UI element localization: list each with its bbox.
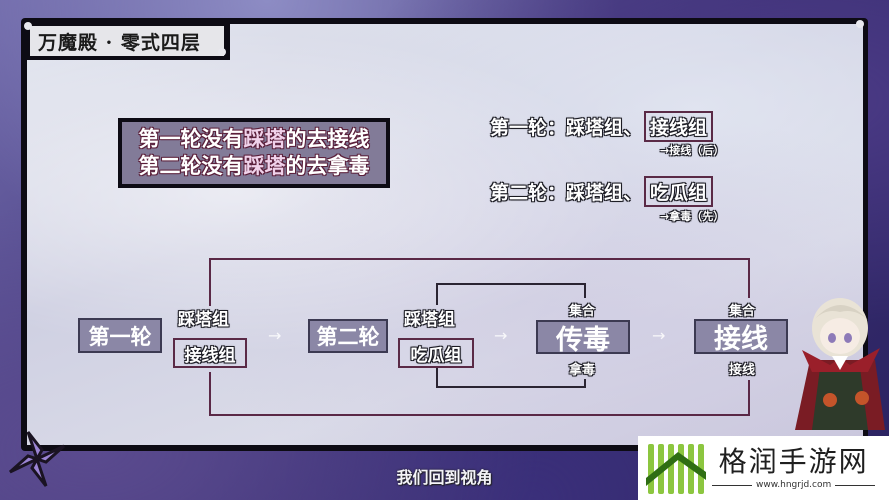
character-illustration bbox=[795, 298, 885, 430]
connector-line bbox=[436, 386, 586, 388]
arrow-right-icon: → bbox=[652, 326, 666, 345]
corner-dot-icon bbox=[856, 20, 864, 28]
connector-line bbox=[209, 258, 211, 306]
round-1-tower-group: 踩塔组 bbox=[178, 310, 229, 330]
connector-line bbox=[436, 283, 438, 305]
step-4-bottom-label: 接线 bbox=[729, 363, 756, 378]
round-label: 第二轮： bbox=[490, 182, 567, 204]
round-1-tether-group: 接线组 bbox=[173, 338, 247, 368]
connector-line bbox=[436, 283, 586, 285]
step-4-box: 接线 bbox=[694, 319, 788, 355]
connector-line bbox=[748, 258, 750, 298]
video-subtitle: 我们回到视角 bbox=[396, 468, 493, 487]
round-2-box: 第二轮 bbox=[308, 319, 388, 353]
summary-round-1: 第一轮： 踩塔组、 接线组 bbox=[490, 111, 714, 142]
step-3-top-label: 集合 bbox=[569, 304, 596, 319]
summary-note-2: →拿毒（先） bbox=[660, 210, 725, 223]
highlighted-group: 吃瓜组 bbox=[644, 176, 714, 207]
slide-panel bbox=[27, 24, 863, 445]
round-2-spectator-group: 吃瓜组 bbox=[398, 338, 474, 368]
connector-line bbox=[584, 283, 586, 298]
round-2-tower-group: 踩塔组 bbox=[404, 310, 455, 330]
connector-line bbox=[748, 380, 750, 416]
corner-dot-icon bbox=[24, 22, 32, 30]
shuriken-emblem-icon bbox=[9, 431, 65, 487]
site-watermark: 格润手游网 www.hngrjd.com bbox=[638, 436, 889, 500]
connector-line bbox=[209, 372, 211, 416]
arrow-right-icon: → bbox=[268, 326, 282, 345]
arrow-right-icon: → bbox=[494, 326, 508, 345]
connector-line bbox=[584, 379, 586, 388]
step-3-bottom-label: 拿毒 bbox=[569, 363, 596, 378]
round-label: 第一轮： bbox=[490, 117, 567, 139]
connector-line bbox=[209, 414, 750, 416]
callout-line-1: 第一轮没有踩塔的去接线 bbox=[138, 127, 370, 151]
summary-note-1: →接线（后） bbox=[660, 144, 725, 157]
group-label: 踩塔组、 bbox=[566, 117, 643, 139]
round-1-box: 第一轮 bbox=[78, 318, 162, 353]
group-label: 踩塔组、 bbox=[566, 182, 643, 204]
step-4-top-label: 集合 bbox=[729, 304, 756, 319]
house-logo-icon bbox=[644, 438, 706, 498]
summary-round-2: 第二轮： 踩塔组、 吃瓜组 bbox=[490, 176, 714, 207]
site-name: 格润手游网 bbox=[718, 445, 869, 478]
rule-callout: 第一轮没有踩塔的去接线 第二轮没有踩塔的去拿毒 bbox=[118, 118, 390, 188]
connector-line bbox=[436, 366, 438, 388]
step-3-box: 传毒 bbox=[536, 320, 630, 356]
corner-dot-icon bbox=[218, 48, 226, 56]
callout-line-2: 第二轮没有踩塔的去拿毒 bbox=[138, 154, 370, 178]
highlighted-group: 接线组 bbox=[644, 111, 714, 142]
page-title: 万魔殿 · 零式四层 bbox=[30, 26, 224, 56]
connector-line bbox=[209, 258, 750, 260]
site-url: www.hngrjd.com bbox=[712, 480, 876, 490]
